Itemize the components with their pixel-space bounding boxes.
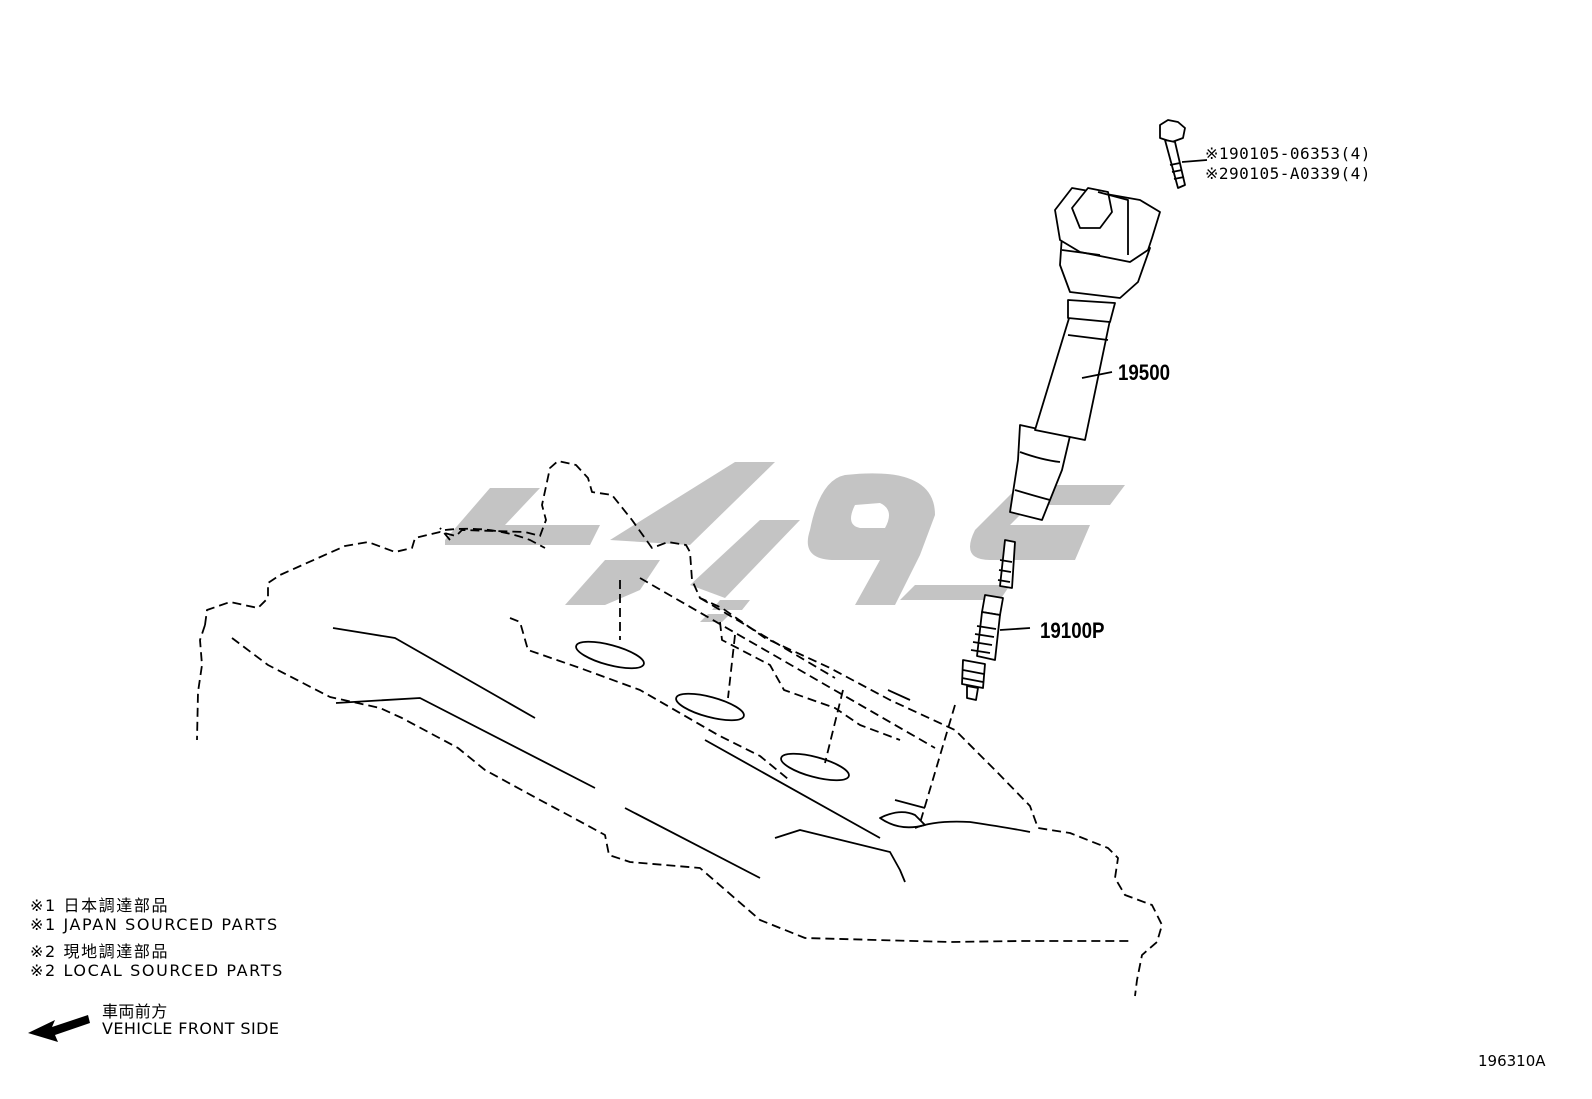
diagram-code: 196310A [1478,1052,1546,1070]
plug-part-number: 19100P [1040,618,1105,643]
coil-part-number: 19500 [1118,360,1171,385]
front-direction-jp: 車両前方 [102,1002,168,1021]
watermark-logo [445,462,1125,622]
bolt-part-number-2: ※290105-A0339(4) [1205,164,1371,183]
cylinder-head-cover [196,460,1163,997]
front-direction-en: VEHICLE FRONT SIDE [102,1019,280,1038]
legend-line: ※1 日本調達部品 [30,896,170,915]
legend-line: ※2 現地調達部品 [30,942,170,961]
ignition-coil [1009,187,1161,521]
front-arrow-icon [28,1015,90,1042]
cover-details [332,627,1031,883]
legend-line: ※1 JAPAN SOURCED PARTS [30,915,279,934]
leader-lines [999,159,1208,631]
spark-plug [961,539,1016,701]
bolt-part-number-1: ※190105-06353(4) [1205,144,1371,163]
legend-line: ※2 LOCAL SOURCED PARTS [30,961,284,980]
coil-bolt [1159,119,1186,189]
